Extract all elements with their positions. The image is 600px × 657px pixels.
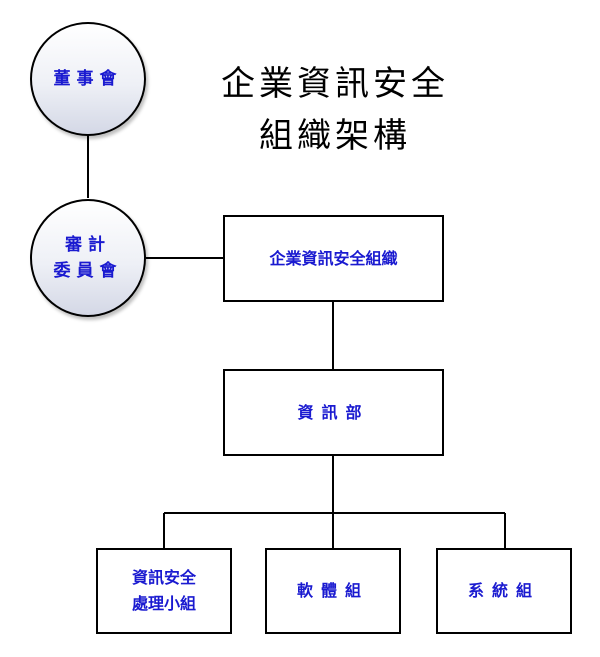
software-team-label: 軟體組 [296,581,369,600]
system-team-label: 系統組 [467,581,540,600]
it-department-node: 資訊部 [223,369,444,456]
audit-label-line-1: 審計 [65,235,111,255]
title-line-2: 組織架構 [259,116,411,156]
system-team-node: 系統組 [436,548,572,634]
board-label: 董事會 [53,69,123,89]
security-org-node: 企業資訊安全組織 [223,215,444,302]
software-team-node: 軟體組 [265,548,401,634]
board-node: 董事會 [30,22,146,136]
security-team-label-line-1: 資訊安全 [131,568,196,587]
security-org-label: 企業資訊安全組織 [269,248,398,268]
security-team-node: 資訊安全 處理小組 [96,548,232,634]
diagram-title: 企業資訊安全 組織架構 [200,58,470,162]
it-department-label: 資訊部 [297,402,370,422]
title-line-1: 企業資訊安全 [221,64,449,104]
audit-label-line-2: 委員會 [53,261,123,281]
audit-committee-node: 審計 委員會 [30,199,146,317]
security-team-label-line-2: 處理小組 [131,594,196,613]
